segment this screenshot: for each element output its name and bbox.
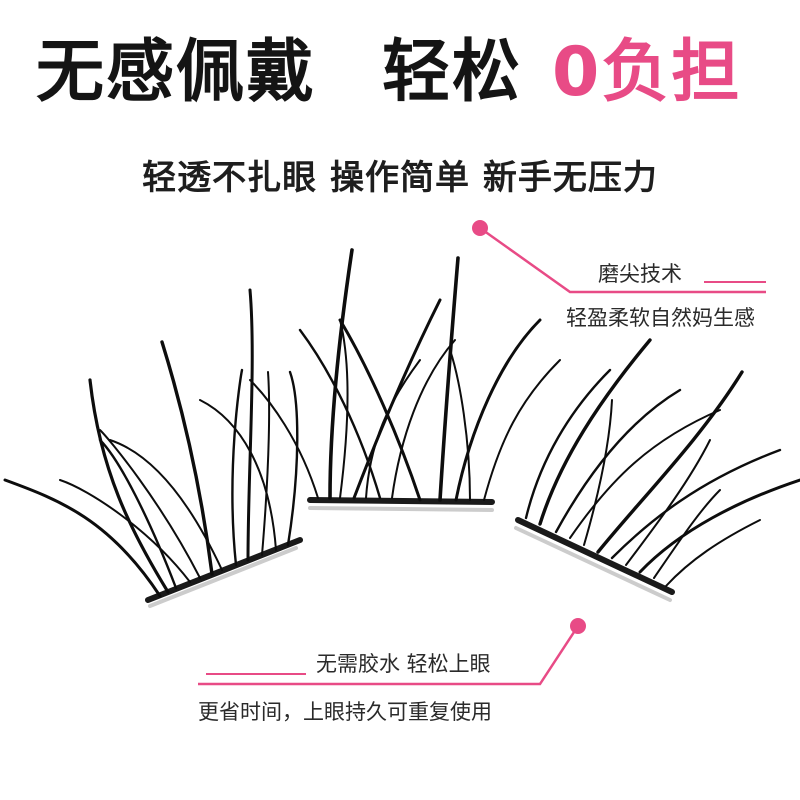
- callout-1-detail: 轻盈柔软自然妈生感: [566, 306, 755, 330]
- callout-2-detail: 更省时间，上眼持久可重复使用: [198, 700, 492, 724]
- headline-part-2: 轻松: [382, 33, 523, 112]
- callout-1-title: 磨尖技术: [598, 262, 682, 286]
- headline-part-3-accent: 0负担: [552, 33, 742, 112]
- eyelash-product-image: [3, 248, 800, 608]
- headline-part-1: 无感佩戴: [36, 33, 317, 112]
- subline: 轻透不扎眼 操作简单 新手无压力: [142, 158, 658, 198]
- callout-2-title: 无需胶水 轻松上眼: [316, 652, 491, 676]
- headline: 无感佩戴 轻松 0负担: [0, 18, 800, 128]
